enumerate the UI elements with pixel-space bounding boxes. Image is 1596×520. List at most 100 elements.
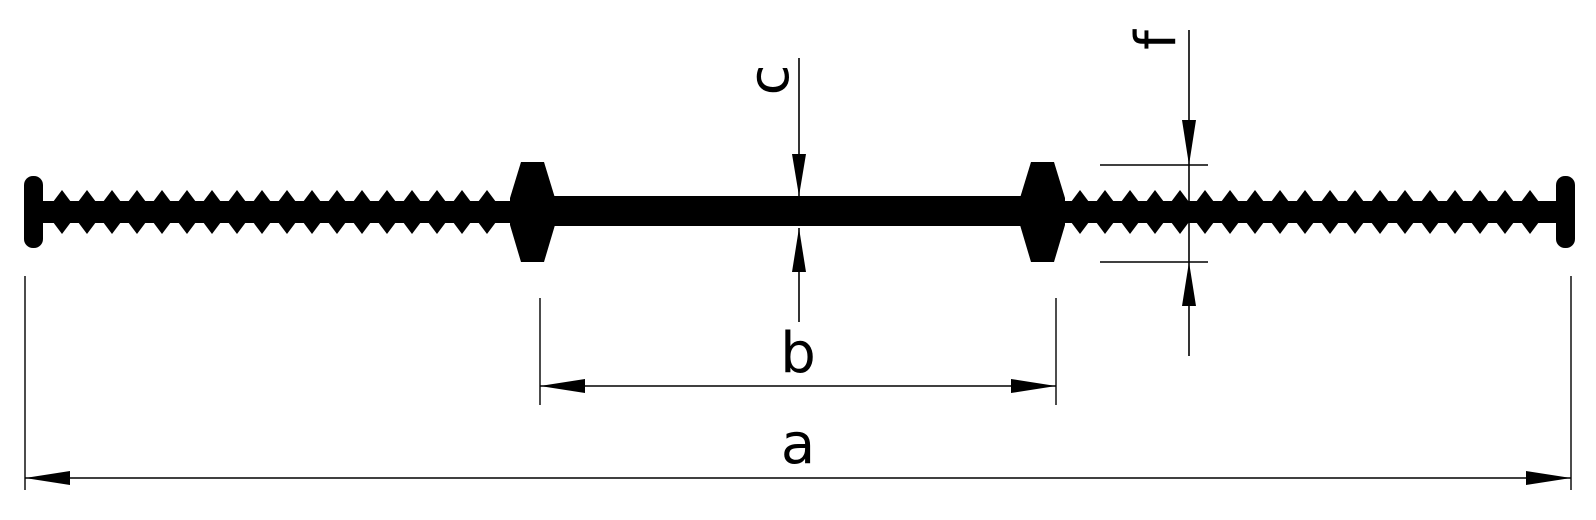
- central-web: [540, 196, 1040, 226]
- dimension-f-arrow-bottom: [1182, 262, 1196, 306]
- left-end-bulb: [24, 176, 43, 248]
- right-end-bulb: [1556, 176, 1575, 248]
- rib-tooth: [1196, 190, 1214, 202]
- right-ribbed-flange: [1050, 190, 1560, 234]
- rib-tooth: [1421, 222, 1439, 234]
- rib-tooth: [1246, 190, 1264, 202]
- left-flange-core: [38, 201, 528, 223]
- dimension-c-arrow-top: [792, 154, 806, 196]
- rib-tooth: [403, 222, 421, 234]
- rib-tooth: [1496, 222, 1514, 234]
- rib-tooth: [153, 222, 171, 234]
- right-flange-core: [1050, 201, 1560, 223]
- waterstop-profile: [24, 162, 1575, 262]
- rib-tooth: [128, 222, 146, 234]
- rib-tooth: [1371, 190, 1389, 202]
- rib-tooth: [353, 190, 371, 202]
- dimension-a: a: [24, 276, 1572, 490]
- rib-tooth: [378, 190, 396, 202]
- rib-tooth: [1346, 190, 1364, 202]
- rib-tooth: [1146, 190, 1164, 202]
- rib-tooth: [53, 190, 71, 202]
- rib-tooth: [103, 222, 121, 234]
- rib-tooth: [1096, 190, 1114, 202]
- rib-tooth: [1196, 222, 1214, 234]
- rib-tooth: [1446, 190, 1464, 202]
- dimension-c: c: [737, 58, 806, 322]
- rib-tooth: [1321, 190, 1339, 202]
- rib-tooth: [78, 222, 96, 234]
- rib-tooth: [1496, 190, 1514, 202]
- left-ribbed-flange: [38, 190, 528, 234]
- dimension-b: b: [539, 298, 1057, 405]
- dimension-f-label: f: [1124, 29, 1189, 50]
- rib-tooth: [53, 222, 71, 234]
- rib-tooth: [103, 190, 121, 202]
- rib-tooth: [1371, 222, 1389, 234]
- dimension-b-arrow-right: [1011, 379, 1056, 393]
- rib-tooth: [1096, 222, 1114, 234]
- rib-tooth: [203, 222, 221, 234]
- rib-tooth: [303, 190, 321, 202]
- rib-tooth: [203, 190, 221, 202]
- rib-tooth: [1121, 222, 1139, 234]
- rib-tooth: [403, 190, 421, 202]
- rib-tooth: [128, 190, 146, 202]
- rib-tooth: [453, 222, 471, 234]
- dimension-b-arrow-left: [540, 379, 585, 393]
- rib-tooth: [1221, 190, 1239, 202]
- rib-tooth: [1221, 222, 1239, 234]
- rib-tooth: [1421, 190, 1439, 202]
- rib-tooth: [178, 190, 196, 202]
- rib-tooth: [453, 190, 471, 202]
- rib-tooth: [328, 222, 346, 234]
- rib-tooth: [428, 190, 446, 202]
- rib-tooth: [1521, 222, 1539, 234]
- rib-tooth: [253, 190, 271, 202]
- rib-tooth: [1246, 222, 1264, 234]
- dimension-c-label: c: [737, 65, 802, 96]
- rib-tooth: [478, 222, 496, 234]
- dimension-a-arrow-right: [1526, 471, 1571, 485]
- rib-tooth: [428, 222, 446, 234]
- dimension-f: f: [1100, 29, 1208, 356]
- rib-tooth: [1171, 222, 1189, 234]
- rib-tooth: [1071, 222, 1089, 234]
- rib-tooth: [1121, 190, 1139, 202]
- rib-tooth: [1171, 190, 1189, 202]
- rib-tooth: [1396, 222, 1414, 234]
- rib-tooth: [178, 222, 196, 234]
- dimension-b-label: b: [780, 321, 816, 386]
- rib-tooth: [1296, 222, 1314, 234]
- left-center-bulb: [510, 162, 555, 262]
- rib-tooth: [1471, 222, 1489, 234]
- rib-tooth: [1446, 222, 1464, 234]
- dimension-a-arrow-left: [25, 471, 70, 485]
- rib-tooth: [228, 222, 246, 234]
- rib-tooth: [78, 190, 96, 202]
- rib-tooth: [1271, 222, 1289, 234]
- rib-tooth: [1321, 222, 1339, 234]
- rib-tooth: [303, 222, 321, 234]
- rib-tooth: [1346, 222, 1364, 234]
- rib-tooth: [328, 190, 346, 202]
- dimension-f-arrow-top: [1182, 120, 1196, 165]
- rib-tooth: [353, 222, 371, 234]
- right-center-bulb: [1020, 162, 1065, 262]
- rib-tooth: [278, 222, 296, 234]
- rib-tooth: [228, 190, 246, 202]
- rib-tooth: [378, 222, 396, 234]
- rib-tooth: [1296, 190, 1314, 202]
- rib-tooth: [253, 222, 271, 234]
- rib-tooth: [1521, 190, 1539, 202]
- dimension-c-arrow-bottom: [792, 228, 806, 272]
- rib-tooth: [1471, 190, 1489, 202]
- rib-tooth: [278, 190, 296, 202]
- rib-tooth: [478, 190, 496, 202]
- dimension-a-label: a: [781, 412, 815, 477]
- rib-tooth: [1271, 190, 1289, 202]
- rib-tooth: [153, 190, 171, 202]
- rib-tooth: [1071, 190, 1089, 202]
- rib-tooth: [1146, 222, 1164, 234]
